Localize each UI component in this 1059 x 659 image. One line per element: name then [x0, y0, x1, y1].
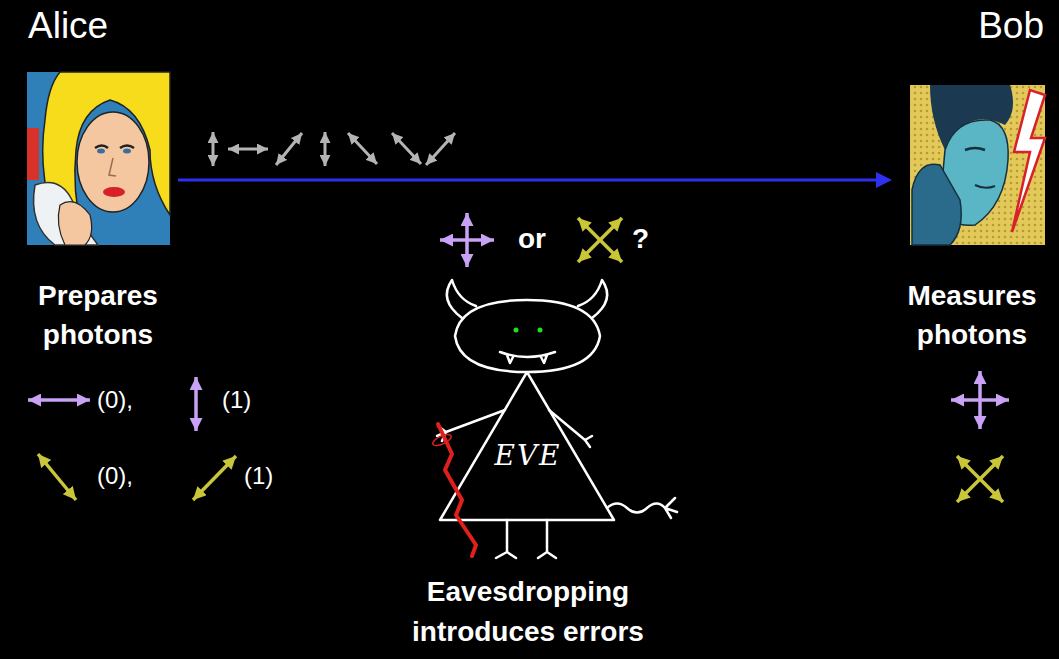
- bob-portrait-part: [975, 185, 995, 188]
- eve-figure-part: [437, 410, 505, 441]
- person-name: Alice: [18, 4, 178, 48]
- bit-value: (0),: [97, 462, 133, 491]
- alice-portrait-part: [95, 146, 134, 149]
- eavesdropper-node: EVE Eavesdropping introduces errors: [378, 282, 678, 652]
- bob-portrait-part: [1012, 90, 1045, 232]
- alice-portrait-part: [97, 149, 105, 154]
- alice-portrait-part: [27, 72, 170, 245]
- bob-bases-part: [957, 456, 1003, 502]
- alice-portrait-part: [27, 128, 39, 180]
- photon-stream-part: [348, 133, 377, 164]
- eve-figure-part: [538, 328, 543, 333]
- bit-value: (1): [222, 386, 251, 415]
- alice-portrait-part: [77, 112, 149, 212]
- eve-figure-part: [607, 498, 677, 518]
- or-word: or: [518, 222, 546, 256]
- arrowhead: [876, 172, 892, 188]
- bob-portrait-part: [910, 85, 1045, 245]
- role-caption: Prepares photons: [18, 276, 178, 354]
- receiver-node: BobMeasures photons: [892, 4, 1052, 354]
- bob-bases-part: [957, 456, 1003, 502]
- alice-portrait-part: [109, 158, 116, 176]
- eve-caption: Eavesdropping introduces errors: [378, 572, 678, 652]
- bob-portrait: [910, 85, 1045, 245]
- figure-space: [378, 282, 678, 572]
- photon-stream-part: [228, 148, 268, 151]
- sender-node: AlicePrepares photons: [18, 4, 178, 354]
- photon-channel-arrow: [178, 172, 892, 188]
- person-name: Bob: [892, 4, 1052, 48]
- bob-bases-part: [978, 371, 982, 429]
- alice-portrait: [27, 72, 170, 245]
- bob-portrait-part: [910, 85, 1045, 245]
- encoding-key-part: [38, 454, 76, 500]
- eve-basis-symbols: [440, 213, 622, 267]
- alice-portrait-part: [34, 183, 98, 245]
- question-mark: ?: [632, 222, 649, 256]
- figure-space: [18, 48, 178, 276]
- eve-figure-part: [431, 432, 453, 448]
- eve-basis-symbols-part: [578, 218, 622, 262]
- photon-stream-part: [392, 133, 421, 164]
- encoding-key-part: [194, 377, 198, 431]
- channel-line: [178, 179, 880, 182]
- photon-stream-part: [276, 133, 302, 165]
- alice-portrait-part: [103, 187, 125, 197]
- eve-figure-part: [500, 352, 555, 363]
- photon-stream-part: [212, 132, 215, 166]
- alice-portrait-part: [58, 202, 91, 245]
- encoding-key-part: [28, 398, 90, 402]
- encoding-key: [28, 377, 236, 500]
- bit-value: (0),: [97, 386, 133, 415]
- bob-portrait-part: [912, 164, 961, 245]
- bit-value: (1): [244, 462, 273, 491]
- photon-stream-part: [426, 133, 455, 165]
- eve-figure-part: [538, 520, 556, 558]
- eve-basis-symbols-part: [578, 218, 622, 262]
- eve-figure-part: [496, 520, 516, 558]
- bob-portrait-part: [965, 148, 985, 150]
- encoding-key-part: [193, 456, 236, 500]
- role-caption: Measures photons: [892, 276, 1052, 354]
- eve-figure-part: [455, 300, 600, 372]
- photon-stream: [213, 132, 455, 166]
- photon-stream-part: [324, 132, 327, 166]
- figure-space: [892, 48, 1052, 276]
- alice-portrait-part: [123, 149, 131, 154]
- eve-figure: [431, 280, 677, 558]
- eve-body-letters: EVE: [378, 439, 678, 473]
- eve-basis-symbols-part: [465, 213, 469, 267]
- bob-bases: [951, 371, 1009, 502]
- eve-figure-part: [514, 328, 519, 333]
